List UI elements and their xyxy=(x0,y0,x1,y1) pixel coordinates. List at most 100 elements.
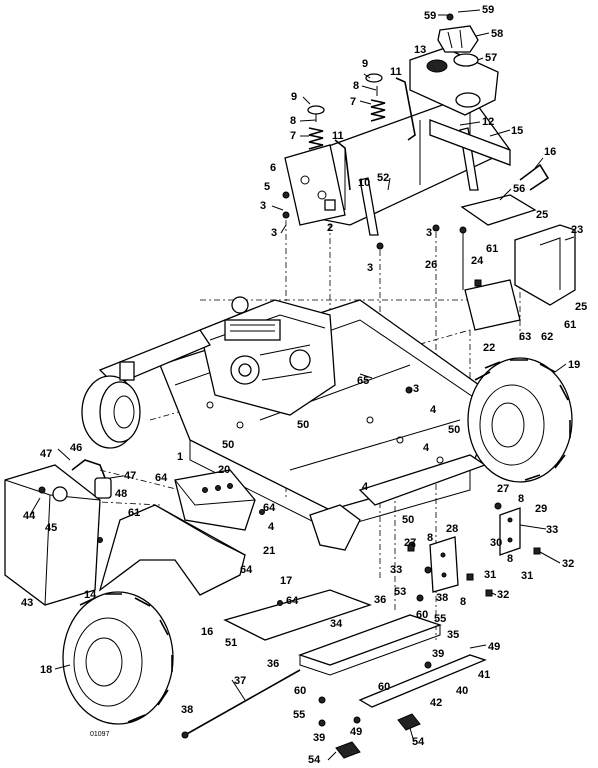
callout-22: 22 xyxy=(483,342,495,354)
callout-35: 35 xyxy=(447,629,459,641)
panel-56 xyxy=(460,194,537,226)
callout-9: 9 xyxy=(291,91,297,103)
callout-2: 2 xyxy=(327,222,333,234)
pedal-bar-40 xyxy=(358,654,487,708)
callout-56: 56 xyxy=(513,183,525,195)
callout-38: 38 xyxy=(181,704,193,716)
callout-6: 6 xyxy=(270,162,276,174)
callout-60: 60 xyxy=(294,685,306,697)
callout-25: 25 xyxy=(575,301,587,313)
callout-16: 16 xyxy=(544,146,556,158)
callout-64: 64 xyxy=(286,595,299,607)
rod-16 xyxy=(519,163,550,191)
callout-44: 44 xyxy=(23,510,36,522)
callout-8: 8 xyxy=(427,532,433,544)
callout-61: 61 xyxy=(564,319,576,331)
callout-52: 52 xyxy=(377,172,389,184)
callout-65: 65 xyxy=(357,375,369,387)
filter-48 xyxy=(71,459,112,499)
callout-64: 64 xyxy=(263,502,276,514)
callout-50: 50 xyxy=(297,419,309,431)
bracket-22 xyxy=(459,226,521,331)
callout-9: 9 xyxy=(362,58,368,70)
engine xyxy=(199,296,336,416)
foot-pad-54-left xyxy=(335,741,361,759)
callout-14: 14 xyxy=(84,589,97,601)
callout-53: 53 xyxy=(394,586,406,598)
callout-55: 55 xyxy=(434,613,446,625)
callout-30: 30 xyxy=(490,537,502,549)
callout-41: 41 xyxy=(478,669,490,681)
callout-50: 50 xyxy=(448,424,460,436)
callout-23: 23 xyxy=(571,224,583,236)
callout-3: 3 xyxy=(413,383,419,395)
hydraulic-tank-13 xyxy=(409,47,499,116)
callout-26: 26 xyxy=(425,259,437,271)
callout-4: 4 xyxy=(430,404,437,416)
callout-57: 57 xyxy=(485,52,497,64)
callout-24: 24 xyxy=(471,255,484,267)
callout-28: 28 xyxy=(446,523,458,535)
callout-18: 18 xyxy=(40,664,52,676)
callout-32: 32 xyxy=(562,558,574,570)
callout-64: 64 xyxy=(240,564,253,576)
callout-8: 8 xyxy=(290,115,296,127)
callout-60: 60 xyxy=(416,609,428,621)
callout-59: 59 xyxy=(424,10,436,22)
rod-37 xyxy=(184,669,301,736)
callout-50: 50 xyxy=(402,514,414,526)
callout-3: 3 xyxy=(426,227,432,239)
callout-55: 55 xyxy=(293,709,305,721)
callout-59: 59 xyxy=(482,4,494,16)
rear-tire-19 xyxy=(467,357,573,483)
callout-17: 17 xyxy=(280,575,292,587)
callout-62: 62 xyxy=(541,331,553,343)
foot-pad-54-right xyxy=(397,713,421,731)
rod-end-38 xyxy=(181,731,189,739)
bracket-29 xyxy=(499,507,521,556)
callout-27: 27 xyxy=(497,483,509,495)
callout-61: 61 xyxy=(128,507,140,519)
handle-11 xyxy=(334,77,416,191)
callout-49: 49 xyxy=(488,641,500,653)
callout-3: 3 xyxy=(367,262,373,274)
callout-21: 21 xyxy=(263,545,275,557)
callout-3: 3 xyxy=(271,227,277,239)
drawing-number: 01097 xyxy=(90,731,110,738)
callout-33: 33 xyxy=(546,524,558,536)
callout-8: 8 xyxy=(460,596,466,608)
upper-frame xyxy=(284,94,511,236)
fuel-tank-43 xyxy=(4,464,101,606)
rear-tire-18 xyxy=(62,591,174,725)
callout-39: 39 xyxy=(432,648,444,660)
callout-36: 36 xyxy=(267,658,279,670)
callout-1: 1 xyxy=(177,451,183,463)
cover-23 xyxy=(514,224,576,306)
hardware xyxy=(97,191,541,727)
callout-48: 48 xyxy=(115,488,127,500)
callout-19: 19 xyxy=(568,359,580,371)
callout-60: 60 xyxy=(378,681,390,693)
control-panel-20 xyxy=(174,469,256,531)
callout-34: 34 xyxy=(330,618,343,630)
callout-33: 33 xyxy=(390,564,402,576)
callout-12: 12 xyxy=(482,116,494,128)
callout-4: 4 xyxy=(362,481,369,493)
callout-8: 8 xyxy=(518,493,524,505)
callout-54: 54 xyxy=(308,754,321,766)
leader-lines xyxy=(29,9,575,761)
callout-50: 50 xyxy=(222,439,234,451)
callout-46: 46 xyxy=(70,442,82,454)
spring-assembly-left xyxy=(307,105,325,150)
callout-58: 58 xyxy=(491,28,503,40)
callout-39: 39 xyxy=(313,732,325,744)
callout-25: 25 xyxy=(536,209,548,221)
callout-4: 4 xyxy=(268,521,275,533)
callout-27: 27 xyxy=(404,537,416,549)
callout-51: 51 xyxy=(225,637,237,649)
front-caster-wheel xyxy=(81,329,211,449)
callout-8: 8 xyxy=(353,80,359,92)
callout-labels: 59 59 58 13 57 9 8 11 7 9 8 12 15 7 11 1… xyxy=(21,4,587,766)
guard-plate xyxy=(309,504,361,551)
